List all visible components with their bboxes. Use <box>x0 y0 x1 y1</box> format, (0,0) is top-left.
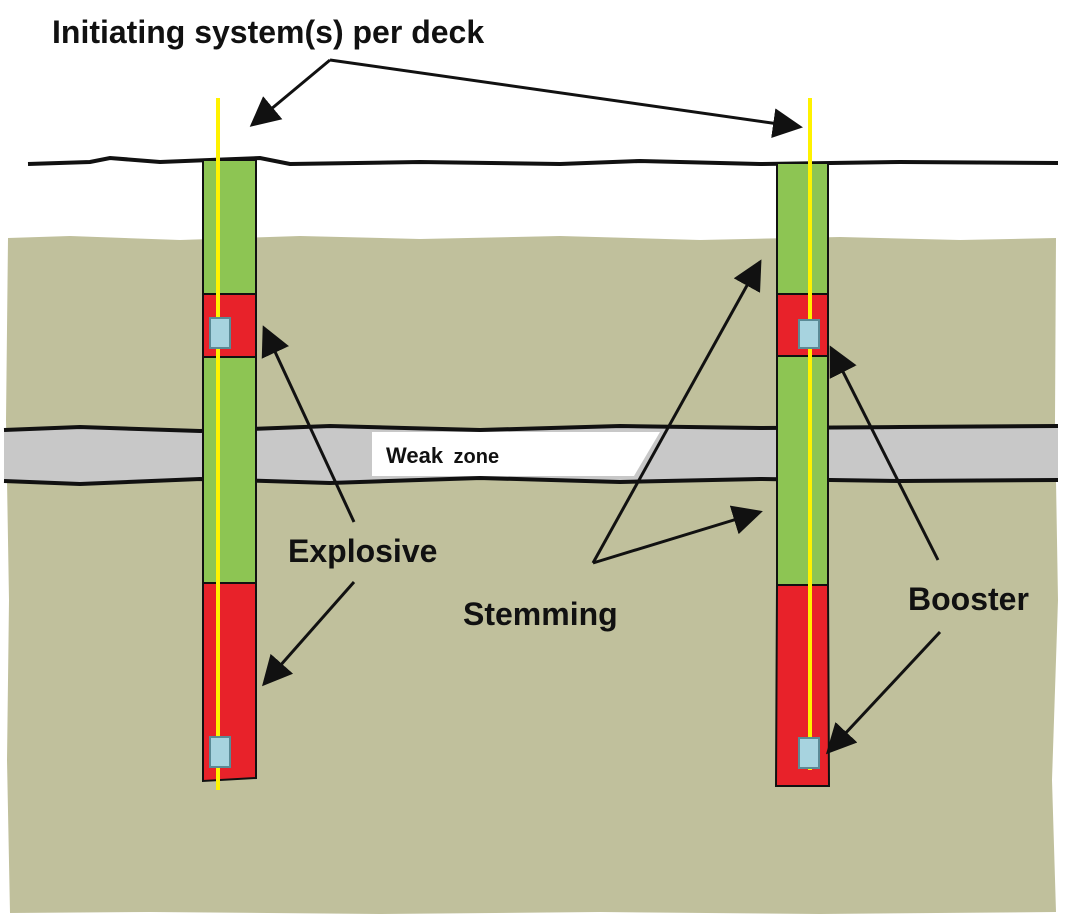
arrow-icon <box>825 630 942 755</box>
weak-zone-top-line <box>3 423 1059 434</box>
arrow-icon <box>829 345 940 561</box>
arrow-icon <box>262 581 356 687</box>
explosive-label: Explosive <box>288 533 437 569</box>
arrow-icon <box>329 58 803 139</box>
stemming-top-left <box>202 159 257 295</box>
weak-zone-bottom-line <box>3 475 1059 487</box>
blast-hole-right <box>774 98 831 787</box>
weak-zone-label-box: Weak zone <box>372 432 660 476</box>
weak-zone-label: Weak zone <box>386 443 499 468</box>
stemming-top-right <box>776 162 829 295</box>
booster-label: Booster <box>908 581 1029 617</box>
booster-icon <box>798 319 820 349</box>
blast-hole-left <box>202 98 257 790</box>
arrow-icon <box>249 58 331 127</box>
rock-mass <box>6 236 1058 914</box>
booster-icon <box>209 736 231 768</box>
booster-icon <box>209 317 231 349</box>
initiating-system-label: Initiating system(s) per deck <box>52 14 484 50</box>
arrow-icon <box>592 505 763 565</box>
annotation-arrows <box>249 58 942 755</box>
stemming-middle-right <box>776 355 829 586</box>
arrow-icon <box>261 325 356 523</box>
arrow-icon <box>591 259 762 564</box>
stemming-label: Stemming <box>463 596 618 632</box>
booster-icon <box>798 737 820 769</box>
stemming-middle-left <box>202 356 257 584</box>
ground-surface-line <box>27 155 1059 167</box>
